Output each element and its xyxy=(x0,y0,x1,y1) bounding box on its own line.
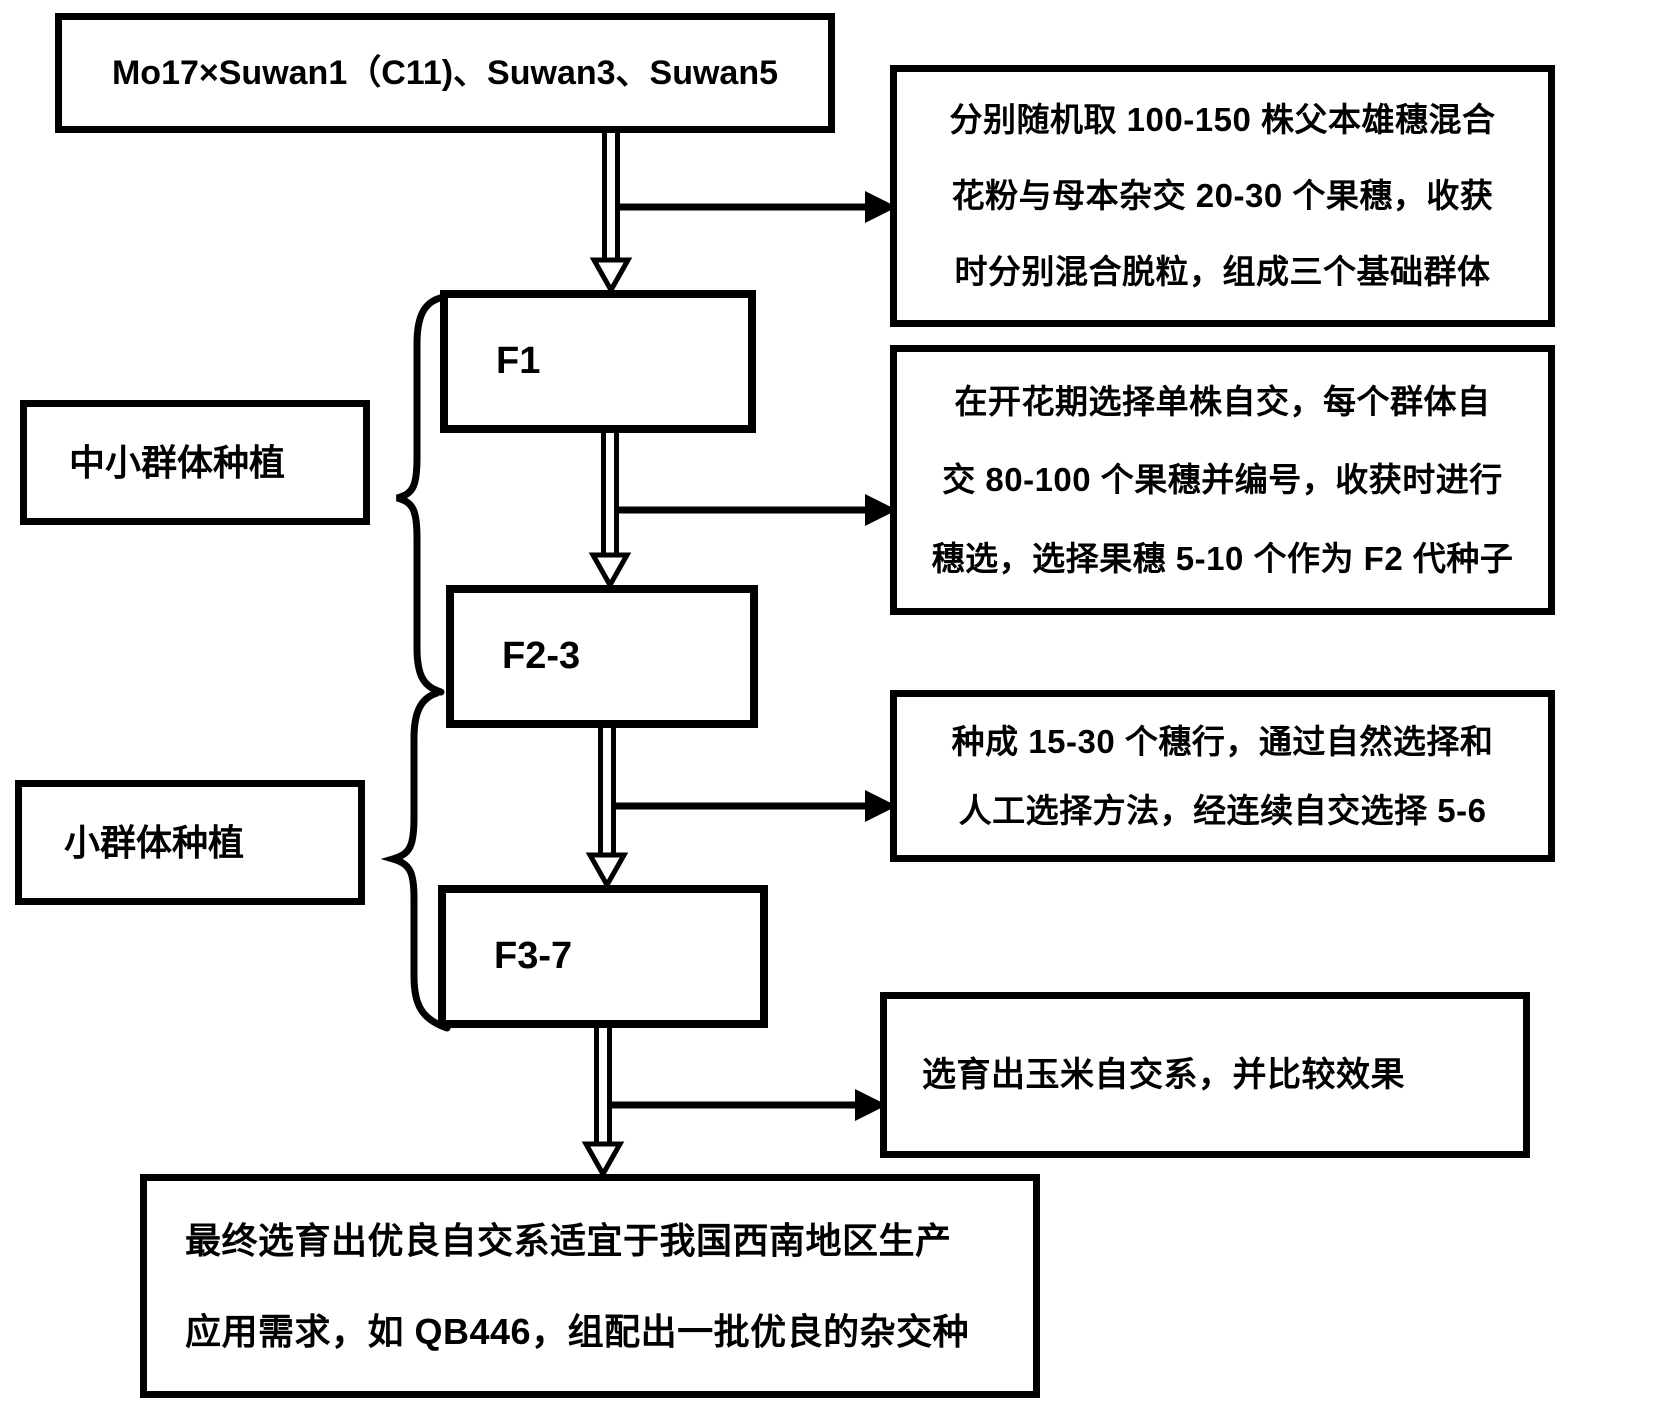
step3-note-box: 种成 15-30 个穗行，通过自然选择和 人工选择方法，经连续自交选择 5-6 xyxy=(890,690,1555,862)
brace-small-group xyxy=(380,689,451,1032)
arrow-to-step3 xyxy=(611,790,897,822)
step3-line-2: 人工选择方法，经连续自交选择 5-6 xyxy=(958,791,1487,829)
step2-note-box: 在开花期选择单株自交，每个群体自 交 80-100 个果穗并编号，收获时进行 穗… xyxy=(890,345,1555,615)
step2-line-3: 穗选，选择果穗 5-10 个作为 F2 代种子 xyxy=(931,540,1514,578)
generation-f3-7-box: F3-7 xyxy=(438,885,768,1028)
generation-f2-3-box: F2-3 xyxy=(446,585,758,728)
step1-line-3: 时分别混合脱粒，组成三个基础群体 xyxy=(954,253,1491,291)
arrow-f23-to-f37 xyxy=(585,728,629,891)
step3-line-1: 种成 15-30 个穗行，通过自然选择和 xyxy=(951,722,1494,760)
arrow-f37-to-bottom xyxy=(581,1027,625,1180)
step2-line-2: 交 80-100 个果穗并编号，收获时进行 xyxy=(942,461,1503,499)
brace-medium-small-group xyxy=(395,293,448,696)
generation-f1-label: F1 xyxy=(496,339,541,382)
medium-small-group-planting-box: 中小群体种植 xyxy=(20,400,370,525)
step1-note-box: 分别随机取 100-150 株父本雄穗混合 花粉与母本杂交 20-30 个果穗，… xyxy=(890,65,1555,327)
small-group-planting-box: 小群体种植 xyxy=(15,780,365,905)
medium-small-group-planting-label: 中小群体种植 xyxy=(69,442,286,483)
final-result-line-1: 最终选育出优良自交系适宜于我国西南地区生产 xyxy=(185,1220,952,1261)
small-group-planting-label: 小群体种植 xyxy=(64,822,245,863)
step2-line-1: 在开花期选择单株自交，每个群体自 xyxy=(954,382,1491,420)
generation-f3-7-label: F3-7 xyxy=(494,934,573,977)
parent-cross-box: Mo17×Suwan1（C11)、Suwan3、Suwan5 xyxy=(55,13,835,133)
parent-cross-label: Mo17×Suwan1（C11)、Suwan3、Suwan5 xyxy=(111,53,779,92)
step1-line-1: 分别随机取 100-150 株父本雄穗混合 xyxy=(949,101,1496,139)
generation-f2-3-label: F2-3 xyxy=(502,634,581,677)
arrow-f1-to-f23 xyxy=(588,433,632,591)
step4-line-1: 选育出玉米自交系，并比较效果 xyxy=(922,1055,1405,1094)
arrow-to-step4 xyxy=(607,1089,887,1121)
generation-f1-box: F1 xyxy=(440,290,756,433)
arrow-to-step1 xyxy=(615,191,897,223)
arrow-to-step2 xyxy=(614,494,897,526)
arrow-top-to-f1 xyxy=(589,133,633,296)
step4-note-box: 选育出玉米自交系，并比较效果 xyxy=(880,992,1530,1158)
final-result-box: 最终选育出优良自交系适宜于我国西南地区生产 应用需求，如 QB446，组配出一批… xyxy=(140,1174,1040,1398)
final-result-line-2: 应用需求，如 QB446，组配出一批优良的杂交种 xyxy=(185,1311,970,1352)
step1-line-2: 花粉与母本杂交 20-30 个果穗，收获 xyxy=(951,177,1494,215)
